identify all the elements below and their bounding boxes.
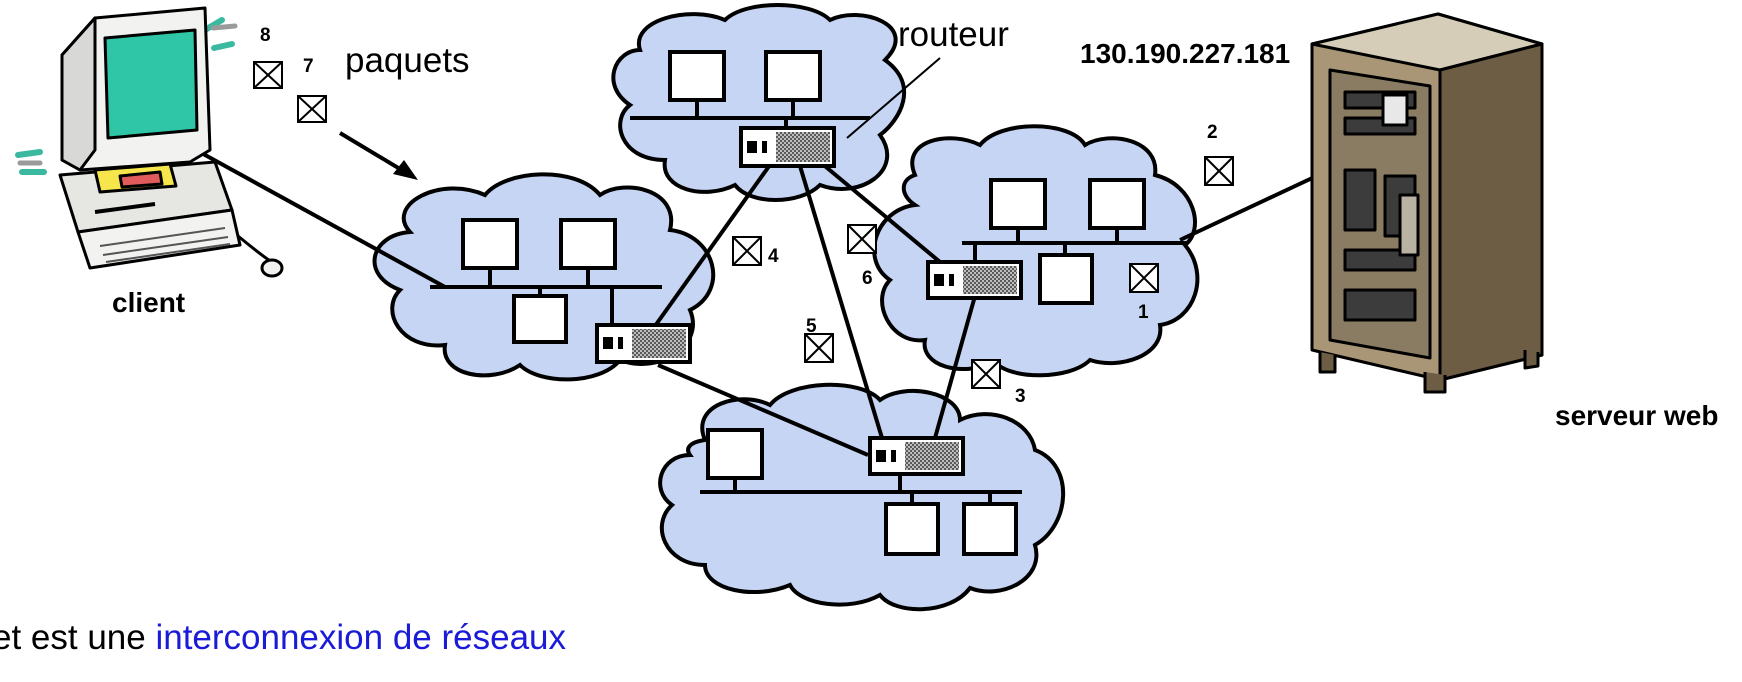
packet-icon (847, 224, 877, 254)
server-cabinet-icon (1310, 12, 1544, 394)
network-cloud-right (872, 124, 1200, 378)
router-pointer-line (846, 57, 941, 139)
lan-left (430, 218, 662, 344)
host-box-icon (706, 428, 764, 480)
packet-icon (732, 236, 762, 266)
router-icon (926, 260, 1023, 300)
network-cloud-bottom (658, 382, 1066, 612)
host-box-icon (1088, 178, 1146, 230)
packet-number-2: 2 (1207, 122, 1218, 143)
lan-top (630, 50, 870, 128)
packets-label: paquets (345, 41, 470, 80)
router-icon (595, 323, 692, 364)
packet-icon (1129, 263, 1159, 293)
footer-link-internetwork[interactable]: interconnexion de réseaux (155, 618, 567, 657)
host-box-icon (962, 502, 1018, 556)
packet-number-1: 1 (1138, 302, 1149, 323)
lan-right (962, 178, 1187, 305)
packet-number-7: 7 (303, 56, 314, 77)
router-icon (868, 436, 965, 476)
footer-prefix: et est une (0, 618, 156, 657)
host-box-icon (461, 218, 519, 270)
client-label: client (112, 287, 185, 318)
host-box-icon (1038, 253, 1094, 305)
footer-caption: et est une interconnexion de réseaux (0, 620, 566, 655)
packet-icon (804, 333, 834, 363)
arrow-icon (338, 131, 418, 180)
packet-icon (253, 61, 283, 89)
host-box-icon (512, 294, 568, 344)
host-box-icon (559, 218, 617, 270)
network-cloud-top (611, 3, 907, 202)
lan-bottom (700, 428, 1022, 556)
packet-number-8: 8 (260, 25, 271, 46)
desktop-computer-icon (15, 6, 284, 278)
host-box-icon (989, 178, 1047, 230)
packet-number-6: 6 (862, 268, 873, 289)
packet-icon (297, 95, 327, 123)
router-label: routeur (898, 15, 1009, 54)
router-icon (739, 126, 836, 168)
ip-address-label: 130.190.227.181 (1080, 38, 1290, 69)
host-box-icon (764, 50, 822, 102)
server-label: serveur web (1555, 400, 1718, 431)
packet-number-3: 3 (1015, 386, 1026, 407)
packet-icon (971, 359, 1001, 389)
router-links (195, 148, 1341, 457)
host-box-icon (884, 502, 940, 556)
packet-number-4: 4 (768, 246, 779, 267)
packet-icon (1204, 156, 1234, 186)
packet-number-5: 5 (806, 316, 817, 337)
host-box-icon (668, 50, 726, 102)
